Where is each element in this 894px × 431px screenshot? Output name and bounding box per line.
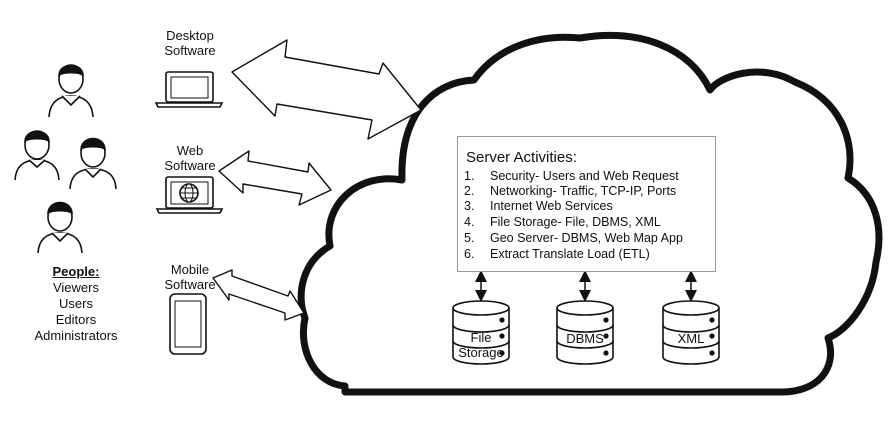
web-software-label: Web Software bbox=[150, 143, 230, 173]
db-label-line1: File bbox=[470, 330, 492, 345]
desktop-label-line1: Desktop bbox=[166, 28, 214, 43]
person-icon bbox=[48, 64, 94, 118]
person-icon bbox=[37, 201, 83, 254]
mobile-double-arrow-icon bbox=[212, 269, 305, 321]
activity-item: 5. Geo Server- DBMS, Web Map App bbox=[464, 231, 683, 246]
activity-text: File Storage- File, DBMS, XML bbox=[490, 215, 661, 229]
db-label-line1: XML bbox=[677, 331, 705, 346]
activity-item: 2. Networking- Traffic, TCP-IP, Ports bbox=[464, 184, 676, 199]
desktop-double-arrow-icon bbox=[231, 39, 422, 140]
server-activities-box: Server Activities: 1. Security- Users and… bbox=[457, 136, 716, 272]
db-label-line2: Storage bbox=[458, 345, 504, 360]
activity-text: Security- Users and Web Request bbox=[490, 169, 679, 183]
activity-item: 6. Extract Translate Load (ETL) bbox=[464, 247, 650, 262]
mobile-phone-icon bbox=[169, 293, 207, 355]
desktop-label-line2: Software bbox=[164, 43, 216, 58]
activity-text: Networking- Traffic, TCP-IP, Ports bbox=[490, 184, 677, 198]
database-icon bbox=[662, 300, 720, 365]
role-editors: Editors bbox=[55, 312, 97, 327]
activity-number: 1. bbox=[464, 169, 475, 183]
web-label-line2: Software bbox=[164, 158, 216, 173]
activity-text: Geo Server- DBMS, Web Map App bbox=[490, 231, 683, 245]
activity-number: 5. bbox=[464, 231, 475, 245]
xml-db-label: XML bbox=[665, 331, 717, 346]
people-title: People: bbox=[52, 264, 100, 279]
people-roles: Viewers Users Editors Administrators bbox=[20, 280, 132, 344]
role-users: Users bbox=[59, 296, 93, 311]
person-icon bbox=[69, 137, 117, 190]
web-label-line1: Web bbox=[176, 143, 204, 158]
db-label-line1: DBMS bbox=[566, 331, 604, 346]
mobile-label-line1: Mobile bbox=[170, 262, 210, 277]
activity-number: 4. bbox=[464, 215, 475, 229]
dbms-db-label: DBMS bbox=[559, 331, 611, 346]
activity-item: 1. Security- Users and Web Request bbox=[464, 169, 679, 184]
laptop-icon bbox=[154, 71, 224, 108]
person-icon bbox=[14, 130, 60, 181]
activity-item: 4. File Storage- File, DBMS, XML bbox=[464, 215, 661, 230]
database-icon bbox=[452, 300, 510, 365]
mobile-label-line2: Software bbox=[164, 277, 216, 292]
web-double-arrow-icon bbox=[218, 150, 332, 206]
activity-text: Internet Web Services bbox=[490, 199, 613, 213]
globe-laptop-icon bbox=[155, 176, 224, 214]
server-activities-title: Server Activities: bbox=[466, 149, 577, 166]
mobile-software-label: Mobile Software bbox=[150, 262, 230, 292]
activity-number: 2. bbox=[464, 184, 475, 198]
activity-text: Extract Translate Load (ETL) bbox=[490, 247, 650, 261]
activity-item: 3. Internet Web Services bbox=[464, 199, 613, 214]
database-icon bbox=[556, 300, 614, 365]
activity-number: 6. bbox=[464, 247, 475, 261]
role-viewers: Viewers bbox=[52, 280, 99, 295]
desktop-software-label: Desktop Software bbox=[150, 28, 230, 58]
file-storage-db-label: File Storage bbox=[455, 330, 507, 360]
role-administrators: Administrators bbox=[34, 328, 118, 343]
activity-number: 3. bbox=[464, 199, 475, 213]
